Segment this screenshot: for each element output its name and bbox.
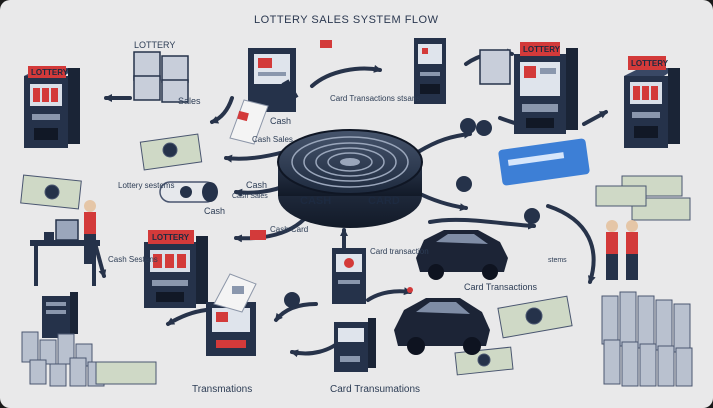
label-sales: Sales <box>178 96 201 106</box>
arrow-hub-right-1 <box>416 130 472 154</box>
arrow-hub-right-2 <box>414 190 468 212</box>
arrow-far-right <box>582 110 608 126</box>
ticket-baskets <box>133 49 511 103</box>
car-mid <box>416 230 508 280</box>
label-cash-sales: Cash Sales <box>252 135 293 144</box>
red-card-chip <box>250 230 266 240</box>
arrow-bottom-right <box>366 287 412 302</box>
label-lottery-sestems: Lottery sestems <box>118 181 174 190</box>
label-cash-mid: Cash <box>270 116 291 126</box>
arrow-lower-machine <box>166 308 208 326</box>
ticket-printer-lower <box>206 273 257 356</box>
lottery-machine-lower-left: LOTTERY <box>144 230 208 308</box>
machine-sign: LOTTERY <box>152 233 190 242</box>
central-hub: CASH CARD <box>277 129 423 228</box>
machine-sign: LOTTERY <box>523 45 561 54</box>
lottery-machine-top-right: LOTTERY <box>624 56 680 148</box>
person-head <box>84 200 96 212</box>
arrow-sales <box>210 96 234 124</box>
cash-rolls <box>159 79 299 203</box>
hub-label-cash: CASH <box>300 195 331 207</box>
red-dot-lower <box>407 287 413 293</box>
arrow-bottom-left <box>274 302 318 322</box>
label-transactions-bottom: Transmations <box>192 384 252 395</box>
arrow-right-down <box>428 217 536 230</box>
label-card-transactions-bottom: Card Transumations <box>330 384 420 395</box>
money-bundles <box>20 133 691 385</box>
diagram-title: LOTTERY SALES SYSTEM FLOW <box>254 14 439 26</box>
lottery-machine-right: LOTTERY <box>514 42 578 134</box>
server-stack <box>42 292 78 338</box>
coin-stacks-right <box>601 291 693 387</box>
label-cash-sestens: Cash Sestens <box>108 255 158 264</box>
label-stems: stems <box>548 257 567 264</box>
label-cash-sales-lower: Cash Sales <box>232 193 268 200</box>
label-card-transaction: Card transaction <box>370 247 429 256</box>
red-chip-top <box>320 40 332 48</box>
label-cash-right: Cash <box>246 180 267 190</box>
arrow-hub-left-1 <box>224 150 286 163</box>
atm-lower <box>332 248 366 304</box>
machine-sign: LOTTERY <box>631 59 669 68</box>
arrow-curve-right <box>546 204 596 284</box>
credit-card <box>498 138 590 186</box>
desk-workstation <box>30 200 100 286</box>
machine-sign: LOTTERY <box>31 68 69 77</box>
arrow-top-left <box>310 64 382 88</box>
ticket-printer-top <box>229 48 296 145</box>
label-cash-card: Cash Card <box>270 225 308 234</box>
atm-top <box>414 38 446 104</box>
hub-label-card: CARD <box>368 195 400 207</box>
car-bottom <box>394 298 490 355</box>
label-card-transactions-right: Card Transactions <box>464 282 538 292</box>
terminal-bottom <box>334 318 376 372</box>
coin-stacks-left <box>21 331 105 387</box>
people-pair <box>606 220 638 280</box>
lottery-machine-top-left: LOTTERY <box>24 66 80 148</box>
label-cash-left: Cash <box>204 206 225 216</box>
label-card-transactions-top: Card Transactions stsans <box>330 94 420 103</box>
coin-tokens <box>284 118 540 308</box>
label-lottery-top: LOTTERY <box>134 40 175 50</box>
